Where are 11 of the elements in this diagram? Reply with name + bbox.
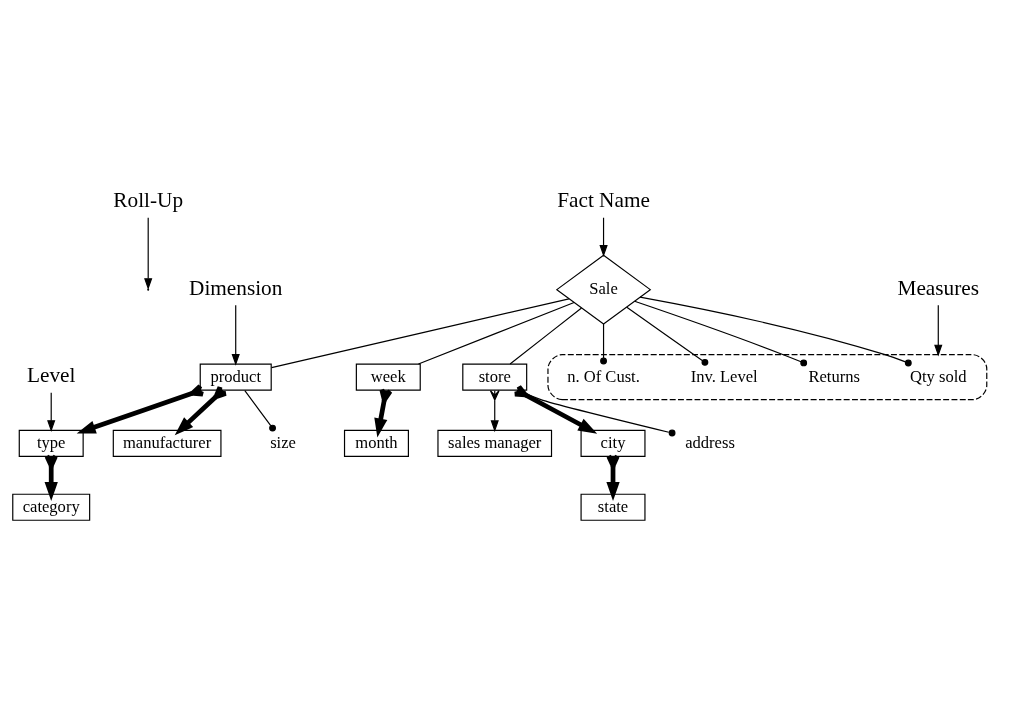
node-text: n. Of Cust. (567, 366, 640, 386)
node-text: size (270, 432, 296, 452)
node-text: Dimension (189, 275, 283, 300)
node-text: Returns (808, 366, 860, 386)
node-text: Roll-Up (113, 188, 184, 213)
node-text: Qty sold (910, 366, 967, 386)
node-text: Fact Name (557, 188, 650, 213)
node-text: address (685, 432, 735, 452)
node-text: Level (27, 363, 76, 388)
node-text: Measures (897, 275, 980, 300)
node-text: Inv. Level (690, 366, 758, 386)
